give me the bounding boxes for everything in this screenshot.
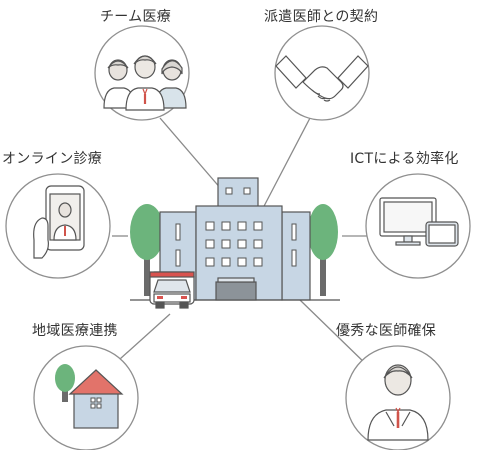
left-tree: [130, 204, 164, 260]
label-ict: ICTによる効率化: [350, 151, 459, 167]
label-online: オンライン診療: [2, 151, 103, 167]
connector-team: [159, 117, 223, 191]
left-tree-trunk: [144, 236, 150, 296]
label-regional: 地域医療連携: [32, 323, 118, 339]
label-contract: 派遣医師との契約: [264, 9, 379, 25]
handshake-icon: [275, 55, 369, 102]
hospital-icon: [130, 177, 340, 309]
smartphone-doctor-icon: [33, 185, 85, 259]
doctor-icon: [367, 364, 429, 441]
label-doctor: 優秀な医師確保: [336, 323, 437, 339]
connector-contract: [261, 117, 311, 211]
house-tree-icon: [55, 364, 124, 429]
right-tree-trunk: [320, 236, 326, 296]
label-team: チーム医療: [100, 9, 172, 25]
ambulance-icon: [149, 271, 195, 309]
monitor-tablet-icon: [379, 197, 459, 247]
connector-doctor: [299, 299, 371, 369]
medical-team-icon: [103, 55, 187, 111]
right-tree: [308, 204, 338, 260]
